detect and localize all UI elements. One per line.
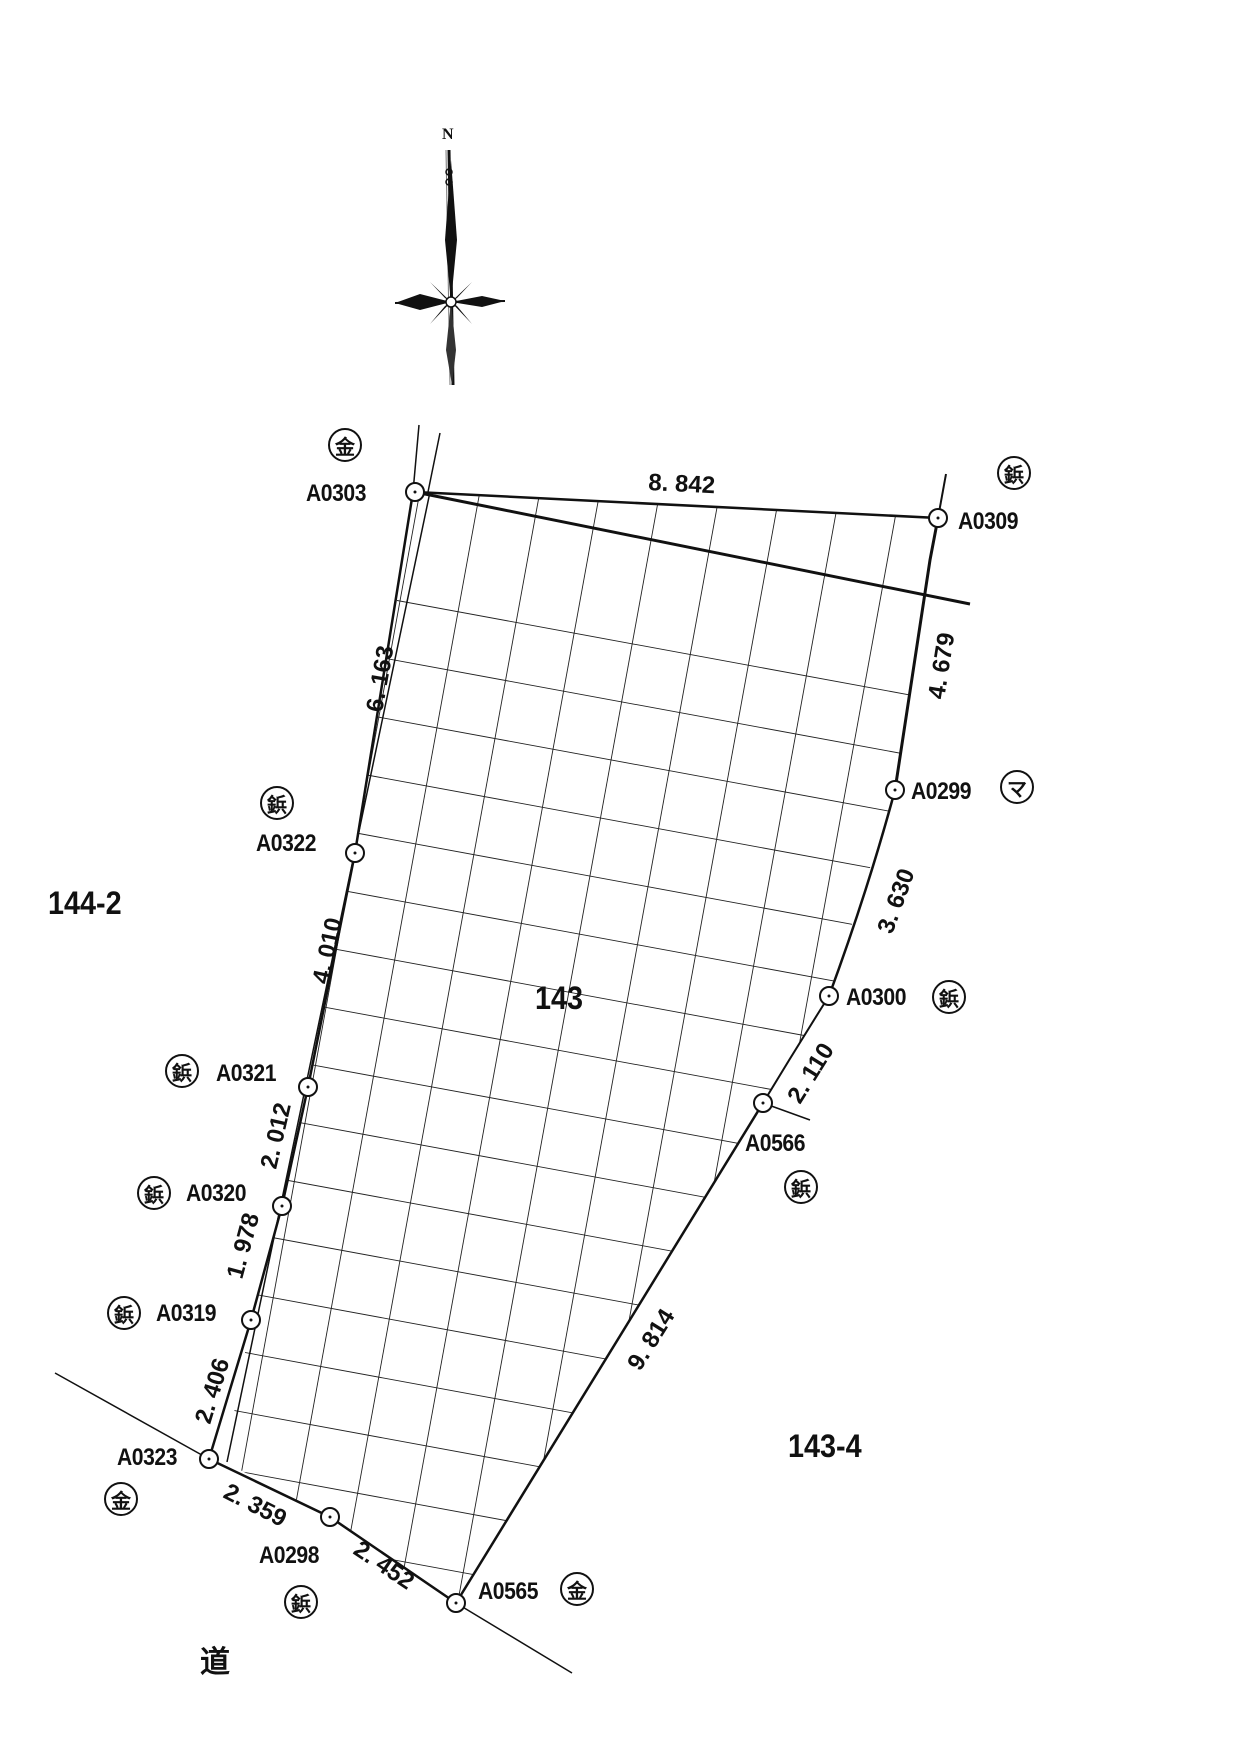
point-A0299[interactable]	[885, 780, 905, 800]
distance-A0319-A0320: 1. 978	[222, 1210, 265, 1281]
survey-points	[199, 482, 948, 1613]
point-label-A0323: A0323	[117, 1444, 178, 1471]
distance-labels: 8. 842 4. 679 3. 630 2. 110 9. 814 2. 45…	[190, 469, 960, 1595]
compass-rose-icon	[394, 149, 506, 386]
point-label-A0309: A0309	[958, 508, 1019, 535]
marker-icon-A0303: 金	[328, 428, 362, 462]
distance-A0321-A0322: 4. 010	[307, 915, 347, 986]
point-A0319[interactable]	[241, 1310, 261, 1330]
distance-A0566-A0565: 9. 814	[622, 1304, 681, 1375]
grid-hatching	[225, 492, 938, 1603]
point-label-A0321: A0321	[216, 1060, 277, 1087]
point-label-A0320: A0320	[186, 1180, 247, 1207]
marker-icon-A0321: 鋲	[165, 1054, 199, 1088]
marker-icon-A0299: マ	[1000, 770, 1034, 804]
parcel-label-west: 144-2	[48, 885, 122, 921]
point-A0321[interactable]	[298, 1077, 318, 1097]
point-A0309[interactable]	[928, 508, 948, 528]
marker-icon-A0300: 鋲	[932, 980, 966, 1014]
distance-A0322-A0303: 6. 163	[361, 644, 399, 714]
point-label-A0298: A0298	[259, 1542, 320, 1569]
marker-icon-A0320: 鋲	[137, 1176, 171, 1210]
point-A0322[interactable]	[345, 843, 365, 863]
parcel-label-southeast: 143-4	[788, 1428, 862, 1464]
marker-icon-A0322: 鋲	[260, 786, 294, 820]
distance-A0299-A0300: 3. 630	[872, 865, 920, 937]
marker-icon-A0309: 鋲	[997, 456, 1031, 490]
point-label-A0566: A0566	[745, 1130, 806, 1157]
north-label: N	[442, 126, 454, 143]
point-A0303[interactable]	[405, 482, 425, 502]
point-label-A0303: A0303	[306, 480, 367, 507]
point-A0298[interactable]	[320, 1507, 340, 1527]
road-label: 道	[200, 1645, 230, 1680]
marker-icon-A0298: 鋲	[284, 1585, 318, 1619]
point-A0320[interactable]	[272, 1196, 292, 1216]
marker-icon-A0566: 鋲	[784, 1170, 818, 1204]
marker-icon-A0323: 金	[104, 1482, 138, 1516]
point-label-A0300: A0300	[846, 984, 907, 1011]
distance-A0309-A0299: 4. 679	[923, 631, 960, 701]
distance-A0303-A0309: 8. 842	[648, 469, 716, 499]
marker-icon-A0319: 鋲	[107, 1296, 141, 1330]
distance-A0298-A0323: 2. 359	[219, 1478, 291, 1532]
point-label-A0565: A0565	[478, 1578, 539, 1605]
point-A0300[interactable]	[819, 986, 839, 1006]
distance-A0300-A0566: 2. 110	[782, 1038, 840, 1108]
point-label-A0299: A0299	[911, 778, 972, 805]
point-A0565[interactable]	[446, 1593, 466, 1613]
parcel-label-main: 143	[535, 980, 584, 1016]
marker-icon-A0565: 金	[560, 1572, 594, 1606]
point-A0323[interactable]	[199, 1449, 219, 1469]
point-A0566[interactable]	[753, 1093, 773, 1113]
point-label-A0322: A0322	[256, 830, 317, 857]
point-label-A0319: A0319	[156, 1300, 217, 1327]
